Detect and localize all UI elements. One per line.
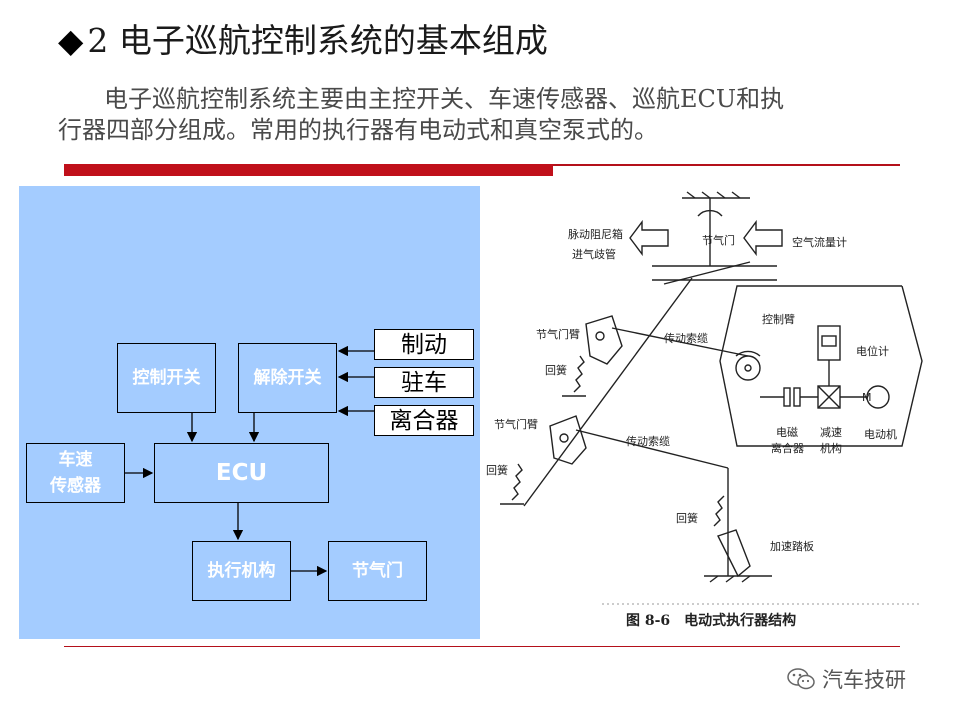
speed-sensor-box: 车速 传感器 <box>26 443 125 503</box>
upper-return-spring <box>573 355 585 393</box>
speed-sensor-label-1: 车速 <box>58 450 93 470</box>
label-throttle-arm-2: 节气门臂 <box>494 418 538 431</box>
label-motor: 电动机 <box>864 428 897 441</box>
upper-throttle-arm <box>585 315 623 365</box>
intro-line-2: 行器四部分组成。常用的执行器有电动式和真空泵式的。 <box>58 116 658 144</box>
label-potentiometer: 电位计 <box>856 345 889 358</box>
control-arm-pulley <box>735 355 761 381</box>
control-housing <box>719 285 923 447</box>
title-diamond-icon: ◆ <box>58 21 84 60</box>
lower-return-spring <box>511 463 523 501</box>
label-reducer-2: 机构 <box>820 442 842 455</box>
park-box: 驻车 <box>374 367 474 398</box>
label-damper-box-2: 进气歧管 <box>572 248 616 261</box>
intro-paragraph: 电子巡航控制系统主要由主控开关、车速传感器、巡航ECU和执 行器四部分组成。常用… <box>58 84 858 146</box>
watermark-text: 汽车技研 <box>822 668 906 692</box>
bottom-divider <box>64 646 900 647</box>
actuator-label: 执行机构 <box>207 561 276 581</box>
label-magnetic-clutch-2: 离合器 <box>771 442 804 455</box>
clutch-label: 离合器 <box>389 407 459 434</box>
magnetic-clutch-shape <box>783 387 791 407</box>
accelerator-pedal <box>717 529 751 578</box>
upper-drive-cable <box>611 327 749 357</box>
pedal-return-spring <box>713 495 725 527</box>
label-throttle-arm-1: 节气门臂 <box>536 328 580 341</box>
title-text: 2 电子巡航控制系统的基本组成 <box>87 21 548 60</box>
label-return-spring-3: 回簧 <box>676 512 698 525</box>
potentiometer-shape <box>817 325 841 361</box>
label-drive-cable-1: 传动索缆 <box>664 332 708 345</box>
label-reducer-1: 减速 <box>820 426 842 439</box>
throttle-label: 节气门 <box>352 561 403 581</box>
throttle-box: 节气门 <box>328 541 427 601</box>
ecu-box: ECU <box>154 443 329 503</box>
label-throttle-valve: 节气门 <box>702 234 735 247</box>
label-airflow-meter: 空气流量计 <box>792 236 847 249</box>
title-divider-thin <box>553 164 900 166</box>
release-switch-label: 解除开关 <box>253 368 322 388</box>
label-motor-symbol: M <box>862 391 872 404</box>
speed-sensor-label-2: 传感器 <box>50 476 101 496</box>
label-return-spring-2: 回簧 <box>486 464 508 477</box>
intro-line-1: 电子巡航控制系统主要由主控开关、车速传感器、巡航ECU和执 <box>104 85 785 113</box>
label-drive-cable-2: 传动索缆 <box>626 435 670 448</box>
control-switch-box: 控制开关 <box>117 343 216 413</box>
label-control-arm: 控制臂 <box>762 313 795 326</box>
release-switch-box: 解除开关 <box>238 343 337 413</box>
label-return-spring-1: 回簧 <box>545 364 567 377</box>
watermark: 汽车技研 <box>786 664 906 694</box>
actuator-box: 执行机构 <box>192 541 291 601</box>
brake-box: 制动 <box>374 329 474 360</box>
slide-title: ◆2 电子巡航控制系统的基本组成 <box>58 14 548 62</box>
chat-bubble-icon <box>787 668 815 690</box>
park-label: 驻车 <box>401 369 447 396</box>
label-accel-pedal: 加速踏板 <box>770 540 814 553</box>
brake-label: 制动 <box>401 331 447 358</box>
label-damper-box-1: 脉动阻尼箱 <box>568 228 623 241</box>
inflow-arrow-icon <box>743 219 783 257</box>
ecu-label: ECU <box>215 460 268 486</box>
linkage-rod <box>523 277 693 507</box>
lower-throttle-arm <box>549 415 587 465</box>
label-magnetic-clutch-1: 电磁 <box>776 426 798 439</box>
clutch-box: 离合器 <box>374 405 474 436</box>
control-switch-label: 控制开关 <box>132 368 201 388</box>
lower-drive-cable <box>575 429 729 469</box>
outflow-arrow-icon <box>629 219 669 257</box>
title-divider-thick <box>64 164 553 176</box>
actuator-structure-figure <box>500 191 923 605</box>
figure-caption: 图 8-6 电动式执行器结构 <box>626 613 797 629</box>
